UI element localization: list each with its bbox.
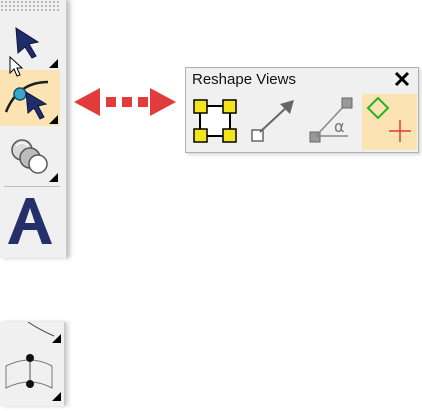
diamond-crosshair-icon — [366, 96, 411, 142]
toolbox — [0, 0, 67, 258]
pick-tool-button[interactable] — [0, 14, 60, 70]
double-arrow-icon — [74, 88, 176, 116]
blend-icon — [11, 139, 48, 174]
flyout-indicator — [49, 59, 58, 68]
panel-title: Reshape Views — [192, 71, 296, 88]
panel-header[interactable]: Reshape Views — [186, 68, 418, 92]
selection-handles-icon — [193, 99, 237, 143]
view-selection-handles-button[interactable] — [188, 94, 243, 150]
flyout-indicator — [49, 173, 58, 182]
view-angle-button[interactable]: α — [304, 94, 359, 150]
mouse-cursor-icon — [9, 56, 24, 77]
line-angle-icon — [251, 100, 294, 142]
flyout-indicator — [52, 334, 61, 343]
view-line-button[interactable] — [246, 94, 301, 150]
view-node-button[interactable] — [362, 94, 417, 150]
toolbar-grip[interactable] — [0, 0, 60, 12]
text-a-icon — [8, 198, 52, 244]
node-path-icon — [5, 321, 55, 389]
svg-text:α: α — [334, 117, 345, 136]
shape-node-icon — [4, 80, 49, 120]
close-icon[interactable] — [392, 69, 412, 89]
flyout-indicator — [52, 392, 61, 401]
text-tool-button[interactable] — [0, 190, 60, 252]
pick-arrow-icon — [15, 27, 40, 59]
shape-tool-button[interactable] — [0, 70, 60, 126]
toolbar-separator — [4, 186, 60, 187]
angle-alpha-icon: α — [309, 97, 353, 143]
reshape-views-panel: Reshape Views α — [185, 67, 419, 153]
toolbar-fragment — [0, 321, 65, 406]
blend-tool-button[interactable] — [0, 128, 60, 184]
flyout-indicator — [49, 115, 58, 124]
